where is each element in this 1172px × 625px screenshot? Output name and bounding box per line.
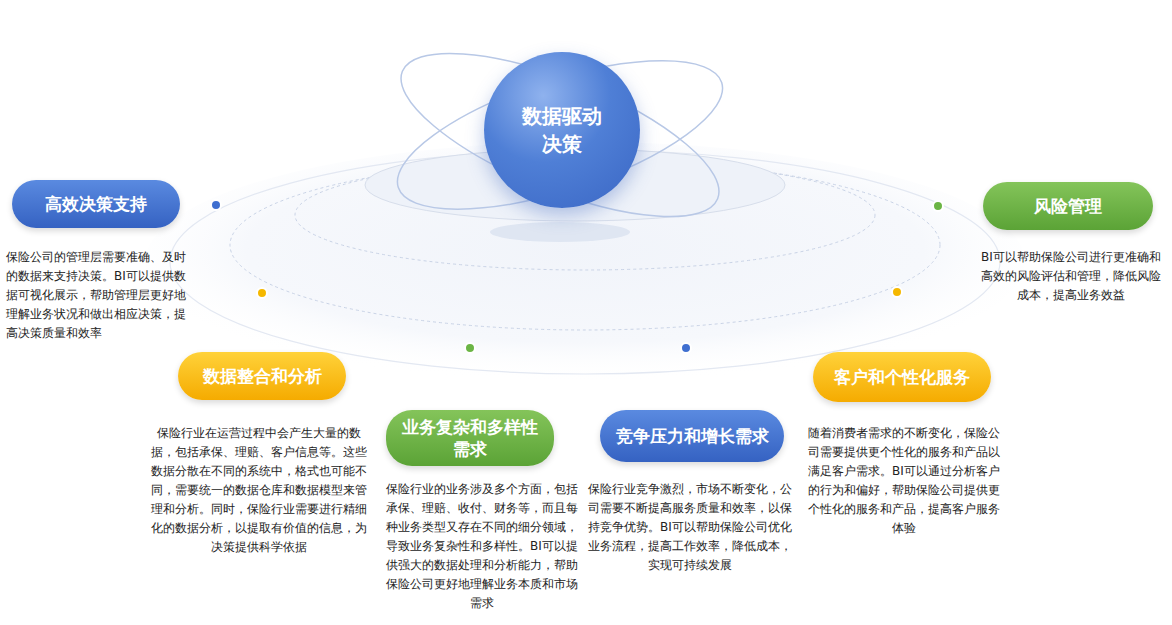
dot bbox=[465, 343, 475, 353]
center-circle: 数据驱动 决策 bbox=[484, 52, 640, 208]
topic-description: 保险行业竞争激烈，市场不断变化，公司需要不断提高服务质量和效率，以保持竞争优势。… bbox=[586, 480, 794, 575]
orbit-ring bbox=[382, 20, 738, 249]
topic-pill: 风险管理 bbox=[983, 182, 1153, 230]
dot bbox=[257, 288, 267, 298]
topic-description: 保险公司的管理层需要准确、及时的数据来支持决策。BI可以提供数据可视化展示，帮助… bbox=[6, 248, 192, 343]
topic-pill: 竞争压力和增长需求 bbox=[600, 410, 784, 462]
shadow bbox=[490, 222, 630, 242]
topic-pill: 业务复杂和多样性 需求 bbox=[386, 410, 554, 466]
center-title: 数据驱动 决策 bbox=[512, 102, 612, 158]
topic-pill: 客户和个性化服务 bbox=[813, 352, 991, 402]
topic-description: 随着消费者需求的不断变化，保险公司需要提供更个性化的服务和产品以满足客户需求。B… bbox=[806, 424, 1002, 538]
topic-description: BI可以帮助保险公司进行更准确和高效的风险评估和管理，降低风险成本，提高业务效益 bbox=[978, 248, 1164, 305]
dot bbox=[933, 201, 943, 211]
orbit-ring bbox=[381, 30, 738, 240]
topic-pill: 高效决策支持 bbox=[12, 180, 180, 228]
dot bbox=[892, 287, 902, 297]
dot bbox=[681, 343, 691, 353]
topic-description: 保险行业的业务涉及多个方面，包括承保、理赔、收付、财务等，而且每种业务类型又存在… bbox=[381, 480, 583, 613]
topic-description: 保险行业在运营过程中会产生大量的数据，包括承保、理赔、客户信息等。这些数据分散在… bbox=[146, 424, 372, 557]
topic-pill: 数据整合和分析 bbox=[178, 352, 346, 400]
dot bbox=[211, 200, 221, 210]
